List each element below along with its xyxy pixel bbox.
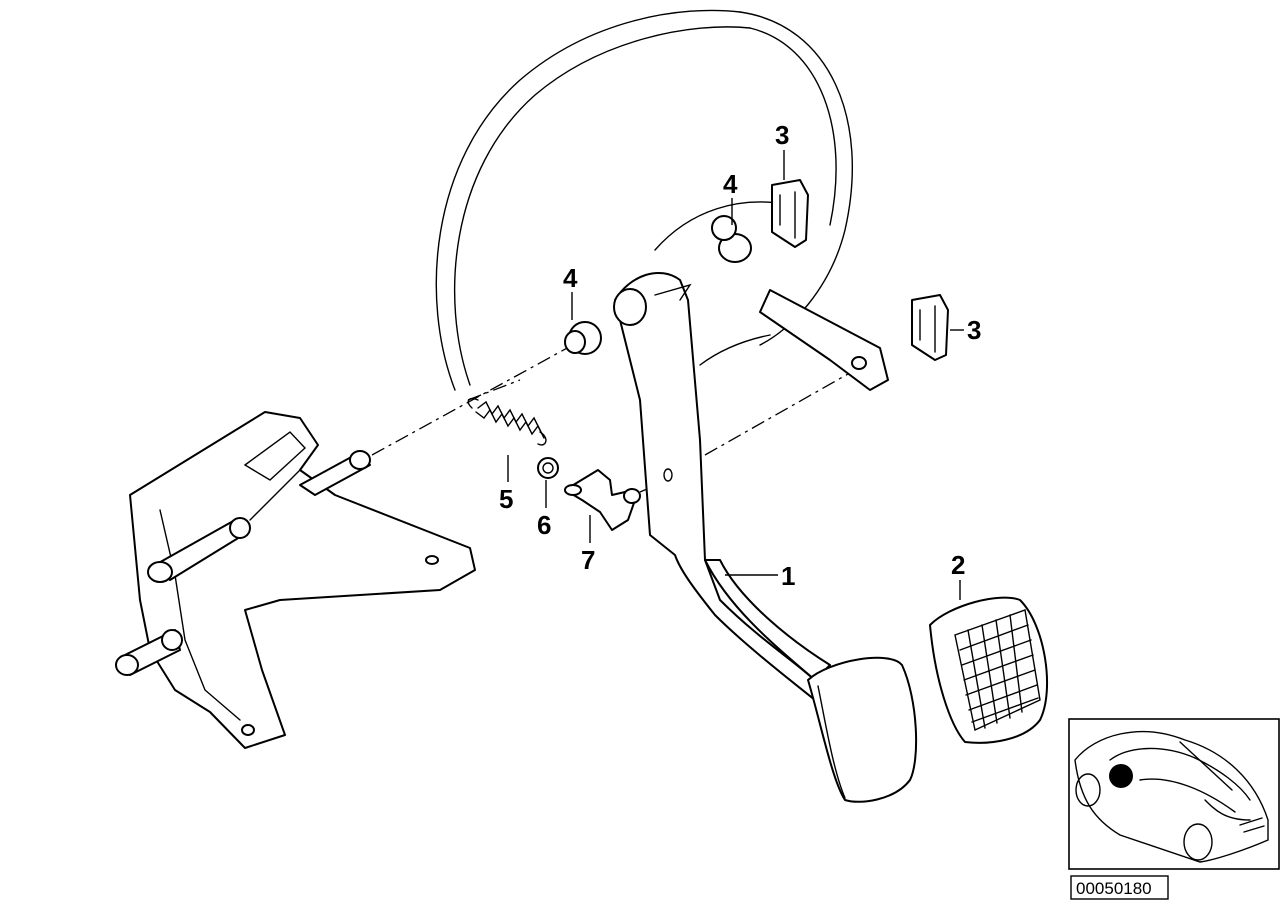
callout-1: 1 <box>781 561 795 591</box>
location-marker <box>1109 764 1133 788</box>
clip-upper <box>771 179 809 248</box>
callout-5: 5 <box>499 484 513 514</box>
image-code-label: 00050180 <box>1070 875 1169 900</box>
callout-2: 2 <box>951 550 965 580</box>
car-location-inset <box>1068 718 1280 870</box>
callout-4-upper: 4 <box>723 169 738 199</box>
clip-lower <box>911 294 949 361</box>
bushing-lower <box>564 321 602 355</box>
bushing-upper <box>711 215 752 263</box>
return-spring <box>467 398 547 446</box>
brake-pedal <box>613 271 918 803</box>
callout-3-upper: 3 <box>775 120 789 150</box>
pedal-pad-rubber <box>929 596 1049 744</box>
callout-4-lower: 4 <box>563 263 578 293</box>
callout-6: 6 <box>537 510 551 540</box>
assembly-lines <box>371 329 856 493</box>
callout-3-lower: 3 <box>967 315 981 345</box>
image-code: 00050180 <box>1076 879 1152 898</box>
brake-booster <box>435 9 853 391</box>
grommet <box>537 457 559 479</box>
leader-lines <box>507 150 964 600</box>
callout-7: 7 <box>581 545 595 575</box>
switch-bracket <box>564 469 641 531</box>
push-rod <box>759 289 889 391</box>
pedal-bracket <box>115 411 476 749</box>
